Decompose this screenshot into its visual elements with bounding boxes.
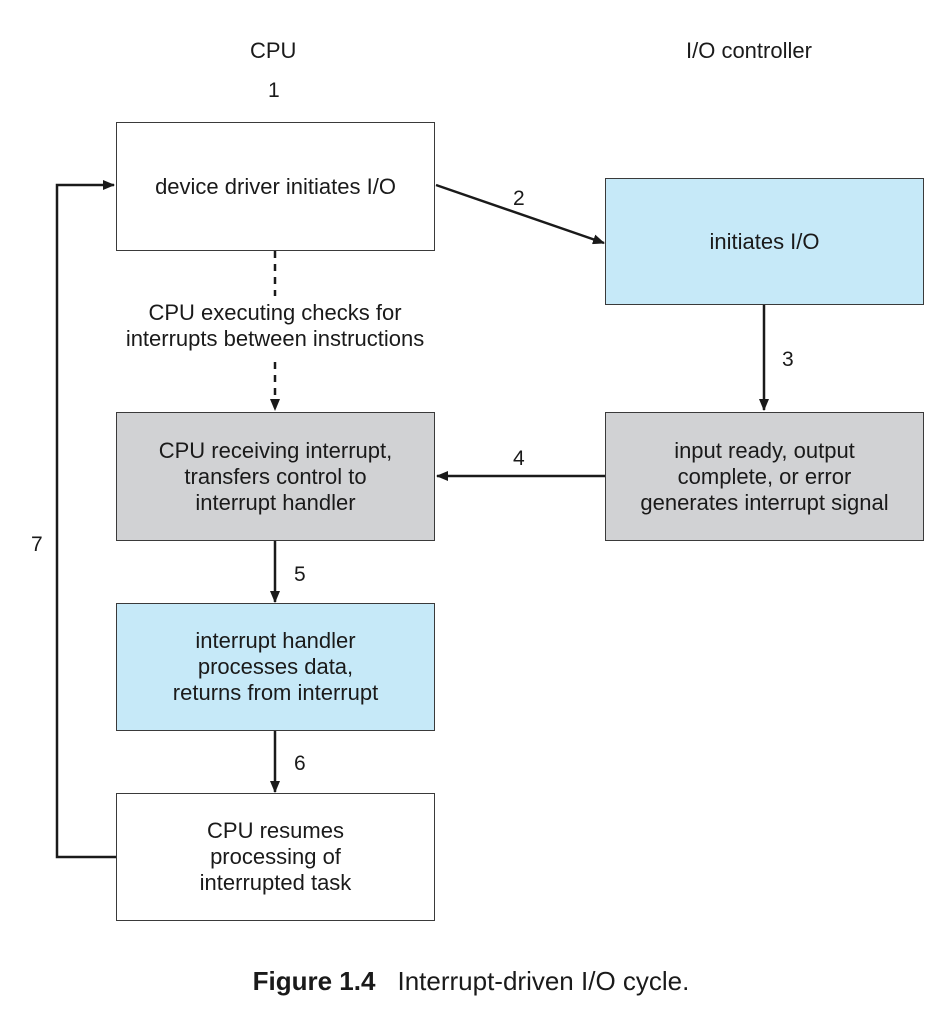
step-label-3: 3 xyxy=(782,348,794,371)
interrupt-handler-box: interrupt handler processes data, return… xyxy=(116,603,435,731)
box-text-line: device driver initiates I/O xyxy=(155,173,396,199)
box-text-line: processes data, xyxy=(197,654,354,679)
box-text-line: input ready, output xyxy=(674,437,855,463)
box-text-line: CPU receiving interrupt, xyxy=(158,437,393,463)
io-controller-column-header: I/O controller xyxy=(686,38,812,63)
box-text-line: generates interrupt signal xyxy=(640,489,889,515)
box-text-line: initiates I/O xyxy=(709,228,820,254)
interrupt-check-note: CPU executing checks for interrupts betw… xyxy=(100,300,450,352)
figure-title: Interrupt-driven I/O cycle. xyxy=(397,966,690,996)
box-text-line: CPU resumes xyxy=(207,818,344,843)
box-text-line: interrupt handler xyxy=(195,628,356,653)
box-text-line: returns from interrupt xyxy=(172,680,379,705)
box-text-line: transfers control to xyxy=(184,463,367,489)
box-text-line: processing of xyxy=(210,844,341,869)
step-label-4: 4 xyxy=(513,447,525,470)
box-text-line: interrupt handler xyxy=(195,489,356,515)
step-label-2: 2 xyxy=(513,187,525,210)
arrow-step-2 xyxy=(435,183,605,245)
interrupt-signal-box: input ready, output complete, or error g… xyxy=(605,412,924,541)
box-text-line: interrupted task xyxy=(199,870,352,895)
figure-number: Figure 1.4 xyxy=(252,966,376,996)
cpu-receiving-interrupt-box: CPU receiving interrupt, transfers contr… xyxy=(116,412,435,541)
box-text-line: complete, or error xyxy=(677,463,852,489)
controller-initiates-box: initiates I/O xyxy=(605,178,924,305)
step-label-7: 7 xyxy=(31,533,43,556)
step-label-1: 1 xyxy=(268,79,280,102)
arrow-step-7 xyxy=(55,180,116,859)
note-text-line: CPU executing checks for xyxy=(148,300,402,325)
cpu-column-header: CPU xyxy=(250,38,297,63)
step-label-6: 6 xyxy=(294,752,306,775)
note-text-line: interrupts between instructions xyxy=(125,326,425,351)
device-driver-initiates-box: device driver initiates I/O xyxy=(116,122,435,251)
cpu-resumes-box: CPU resumes processing of interrupted ta… xyxy=(116,793,435,921)
figure-caption: Figure 1.4 Interrupt-driven I/O cycle. xyxy=(0,966,942,997)
step-label-5: 5 xyxy=(294,563,306,586)
